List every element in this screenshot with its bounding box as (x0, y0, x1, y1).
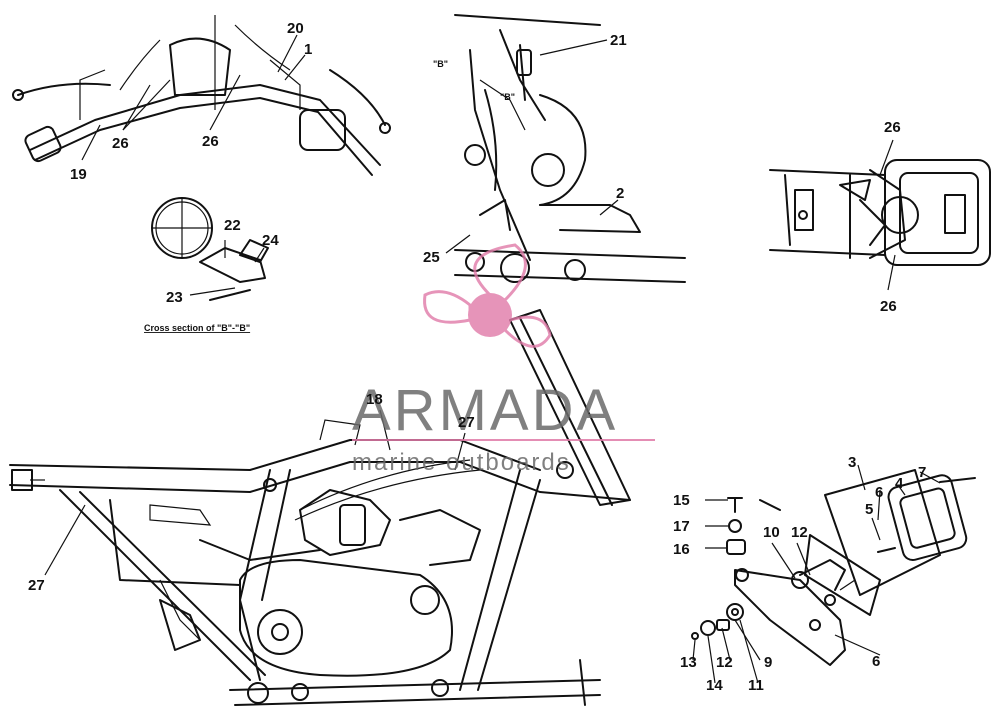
callout-5: 5 (865, 501, 873, 518)
callout-13: 13 (680, 654, 697, 671)
section-mark-b-1: "B" (433, 59, 448, 69)
callout-27-a: 27 (458, 414, 475, 431)
watermark-tagline: marine outboards (352, 449, 571, 476)
callout-26-c: 26 (884, 119, 901, 136)
callout-26-d: 26 (880, 298, 897, 315)
watermark-brand: ARMADA (352, 378, 618, 443)
section-mark-b-2: "B" (500, 92, 515, 102)
cross-section-drawing (151, 197, 269, 301)
callout-9: 9 (764, 654, 772, 671)
callout-3: 3 (848, 454, 856, 471)
cross-section-caption: Cross section of "B"-"B" (144, 323, 250, 333)
callout-12-b: 12 (716, 654, 733, 671)
callout-18: 18 (366, 391, 383, 408)
callout-16: 16 (673, 541, 690, 558)
callout-4: 4 (895, 475, 904, 492)
callout-22: 22 (224, 217, 241, 234)
callout-25: 25 (423, 249, 440, 266)
callout-26-b: 26 (202, 133, 219, 150)
callout-14: 14 (706, 677, 723, 694)
callout-21: 21 (610, 32, 627, 49)
callout-11: 11 (748, 677, 764, 694)
tail-light-drawing (691, 469, 976, 666)
steering-head-drawing (454, 14, 686, 283)
callout-17: 17 (673, 518, 690, 535)
main-frame-drawing (9, 309, 631, 706)
callout-7: 7 (918, 464, 926, 481)
watermark: ARMADA marine outboards (352, 243, 655, 476)
callout-23: 23 (166, 289, 183, 306)
callout-labels: 20 1 26 26 19 22 24 23 Cross section of … (28, 20, 926, 694)
rear-housing-drawing (769, 159, 991, 266)
callout-1: 1 (304, 41, 312, 58)
handlebar-drawing (12, 15, 391, 176)
callout-27-b: 27 (28, 577, 45, 594)
leader-lines (44, 34, 941, 684)
callout-12-a: 12 (791, 524, 808, 541)
callout-24: 24 (262, 232, 279, 249)
callout-20: 20 (287, 20, 304, 37)
callout-10: 10 (763, 524, 780, 541)
callout-6-a: 6 (875, 484, 883, 501)
callout-26-a: 26 (112, 135, 129, 152)
callout-19: 19 (70, 166, 87, 183)
callout-6-b: 6 (872, 653, 880, 670)
callout-15: 15 (673, 492, 690, 509)
callout-2: 2 (616, 185, 624, 202)
watermark-logo-icon (423, 243, 552, 348)
